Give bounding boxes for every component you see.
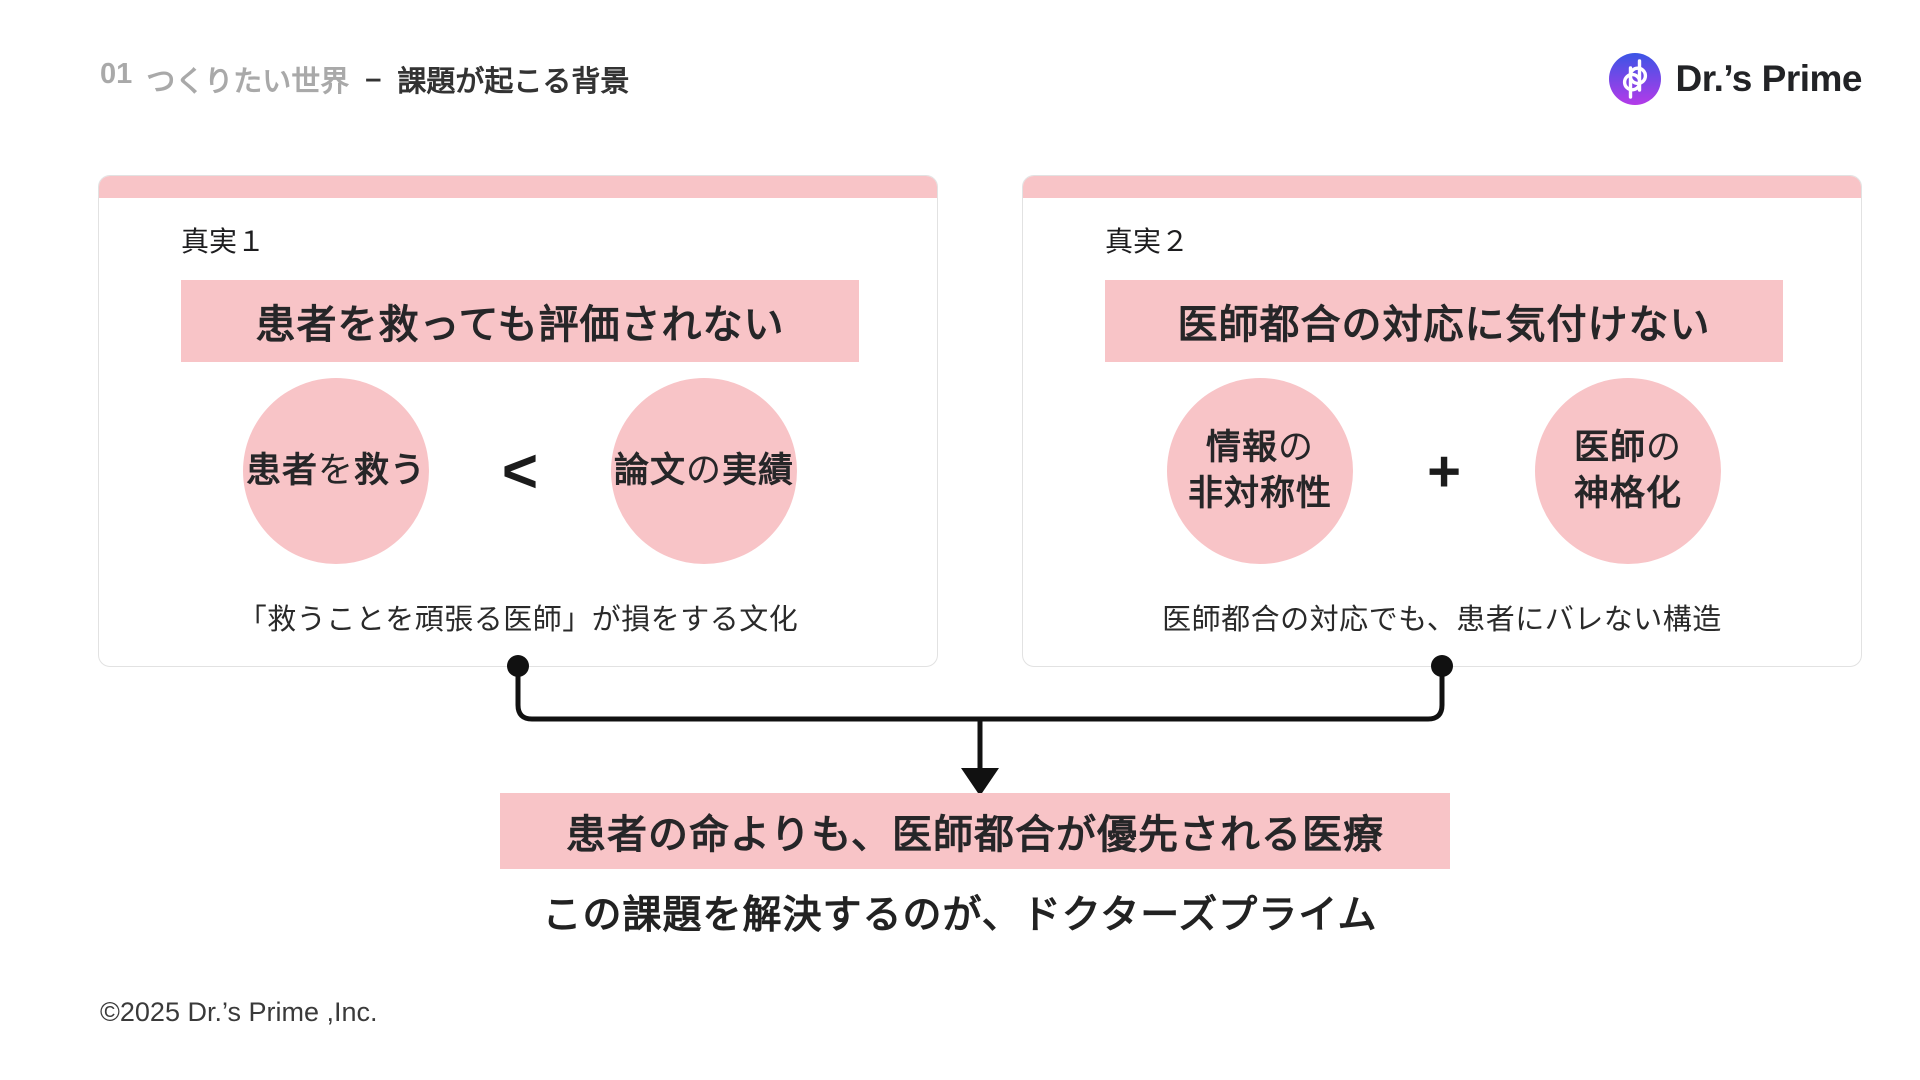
circle-information-asymmetry: 情報の非対称性	[1167, 378, 1353, 564]
truth-card-2: 真実２ 医師都合の対応に気付けない 情報の非対称性 + 医師の神格化 医師都合の…	[1022, 175, 1862, 667]
truth-card-1: 真実１ 患者を救っても評価されない 患者を救う < 論文の実績 「救うことを頑張…	[98, 175, 938, 667]
conclusion-subtext: この課題を解決するのが、ドクターズプライム	[542, 894, 1378, 937]
brand-logo: Dr.’s Prime	[1608, 52, 1863, 106]
card-top-strip	[99, 176, 937, 198]
page-title: 課題が起こる背景	[397, 66, 630, 98]
section-breadcrumb: 01 つくりたい世界	[100, 58, 349, 100]
header-separator: –	[365, 62, 382, 95]
card-headline: 医師都合の対応に気付けない	[1105, 280, 1783, 362]
card-headline: 患者を救っても評価されない	[181, 280, 859, 362]
copyright-text: ©2025 Dr.’s Prime ,Inc.	[100, 997, 378, 1027]
arrow-head-icon	[961, 768, 999, 796]
card-label: 真実１	[181, 226, 266, 257]
card-caption: 医師都合の対応でも、患者にバレない構造	[1162, 604, 1722, 636]
slide-header: 01 つくりたい世界 – 課題が起こる背景	[100, 58, 629, 100]
circle-save-patients: 患者を救う	[243, 378, 429, 564]
card-label: 真実２	[1105, 226, 1190, 257]
brand-name: Dr.’s Prime	[1675, 58, 1863, 99]
card-top-strip	[1023, 176, 1861, 198]
circle-doctor-deification: 医師の神格化	[1535, 378, 1721, 564]
drs-prime-monogram-icon	[1608, 52, 1662, 106]
circle-paper-track-record: 論文の実績	[611, 378, 797, 564]
conclusion-banner: 患者の命よりも、医師都合が優先される医療	[500, 793, 1450, 869]
section-number: 01	[100, 58, 133, 90]
less-than-operator: <	[501, 436, 539, 506]
card-caption: 「救うことを頑張る医師」が損をする文化	[237, 604, 799, 636]
plus-operator: +	[1427, 438, 1461, 504]
section-title: つくりたい世界	[146, 66, 350, 98]
